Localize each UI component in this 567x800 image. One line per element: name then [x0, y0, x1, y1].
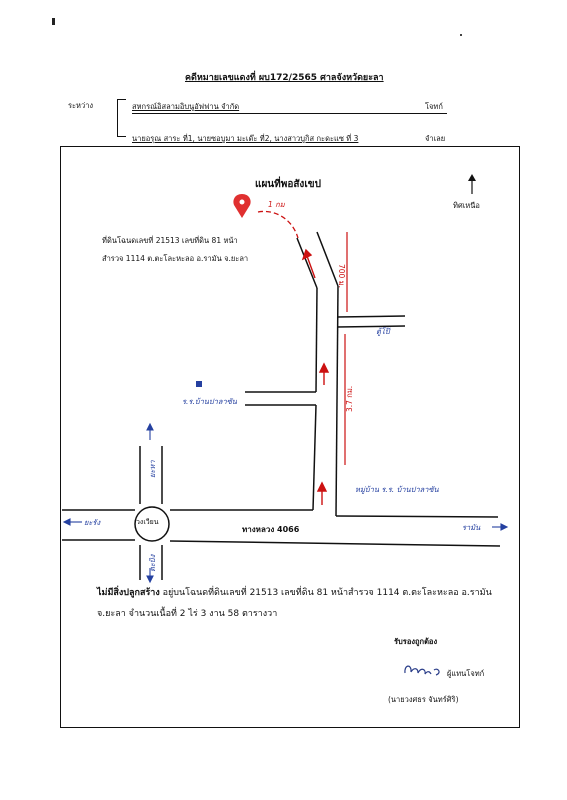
signer-name: (นายวงศธร จันทร์ศิริ) [388, 695, 459, 704]
north-label: ทิศเหนือ [453, 201, 480, 210]
label-school: ร.ร.บ้านปาลาซัน [182, 397, 237, 406]
certify-label: รับรองถูกต้อง [394, 637, 438, 646]
plaintiff-name: สหกรณ์อิสลามอิบนูอัฟฟาน จำกัด [132, 102, 240, 111]
label-upper-right: ตู้โป๊ [376, 327, 390, 336]
label-roundabout: วงเวียน [136, 518, 159, 526]
footer-line2: จ.ยะลา จำนวนเนื้อที่ 2 ไร่ 3 งาน 58 ตารา… [97, 609, 278, 619]
no-building-label: ไม่มีสิ่งปลูกสร้าง [97, 588, 160, 598]
signer-role: ผู้แทนโจทก์ [447, 669, 485, 678]
plaintiff-underline [132, 113, 447, 114]
defendants-names: นายอรุณ สาระ ที่1, นายซอบูมา มะเด๊ะ ที่2… [132, 134, 359, 143]
route-dashed-path [257, 210, 299, 239]
label-up: ยะหา [148, 460, 157, 478]
between-label: ระหว่าง [68, 101, 94, 110]
label-left: ยะรัง [84, 518, 101, 527]
label-down: ตะบิง [148, 554, 157, 572]
scan-speck [52, 18, 55, 25]
signature-mark [404, 665, 440, 676]
label-village: หมู่บ้าน ร.ร. บ้านปาลาซัน [355, 485, 439, 494]
footer-line1: ไม่มีสิ่งปลูกสร้าง อยู่บนโฉนดที่ดินเลขที… [97, 585, 492, 599]
location-pin-icon [233, 194, 251, 218]
school-marker-icon [196, 381, 202, 387]
scan-speck [460, 34, 462, 36]
map-title: แผนที่พอสังเขป [255, 179, 321, 190]
case-title: คดีหมายเลขแดงที่ ผบ172/2565 ศาลจังหวัดยะ… [185, 73, 384, 83]
land-info-line1: ที่ดินโฉนดเลขที่ 21513 เลขที่ดิน 81 หน้า [102, 236, 238, 245]
map-frame [60, 146, 520, 728]
dist-700: 700 ม. [337, 264, 346, 289]
land-info-line2: สำรวจ 1114 ต.ตะโละหะลอ อ.รามัน จ.ยะลา [102, 254, 249, 263]
dist-3-7: 3.7 กม. [345, 385, 354, 412]
footer-line1-rest: อยู่บนโฉนดที่ดินเลขที่ 21513 เลขที่ดิน 8… [159, 588, 492, 598]
party-bracket [117, 99, 126, 137]
plaintiff-role: โจทก์ [425, 102, 443, 111]
defendants-role: จำเลย [425, 134, 446, 143]
label-right: รามัน [462, 523, 481, 532]
label-road: ทางหลวง 4066 [242, 525, 300, 534]
north-arrow-head [468, 174, 476, 181]
distance-top: 1 กม [268, 200, 285, 209]
roundabout-circle [134, 506, 170, 542]
